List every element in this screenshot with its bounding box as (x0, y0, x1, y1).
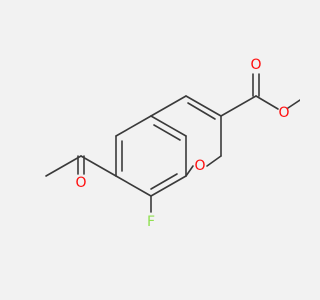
bond-c4a-c4 (150, 95, 187, 117)
bond-c7-c8-double (150, 173, 178, 190)
bond-c3-ester-c (220, 95, 257, 117)
bond-c6-c7 (115, 175, 152, 197)
bond-c7-acetyl-c (80, 155, 117, 177)
ring-oxygen-label: O (194, 158, 205, 174)
bond-c4-c3 (185, 95, 222, 117)
bond-c8a-c4a-double (153, 124, 181, 141)
bond-o-methyl (287, 99, 300, 109)
bonds (45, 73, 300, 213)
bond-c7-c8 (150, 175, 187, 197)
atom-labels: O O O O F (75, 57, 289, 230)
ester-carbonyl-oxygen-label: O (250, 57, 261, 73)
structure-svg: O O O O F (45, 57, 300, 230)
bond-c2-o1 (206, 155, 222, 167)
molecule-diagram: O O O O F (45, 57, 300, 230)
bond-ester-c-o (255, 95, 279, 110)
fluorine-label: F (147, 214, 155, 230)
bond-c4a-c5 (115, 115, 152, 137)
bond-c4-c3-double (187, 102, 216, 120)
bond-c8a-c4a (150, 115, 187, 137)
bond-acetyl-methyl (45, 155, 82, 177)
bond-o1-c8a (185, 165, 194, 177)
ester-ether-oxygen-label: O (278, 105, 289, 121)
ketone-oxygen-label: O (75, 175, 86, 191)
